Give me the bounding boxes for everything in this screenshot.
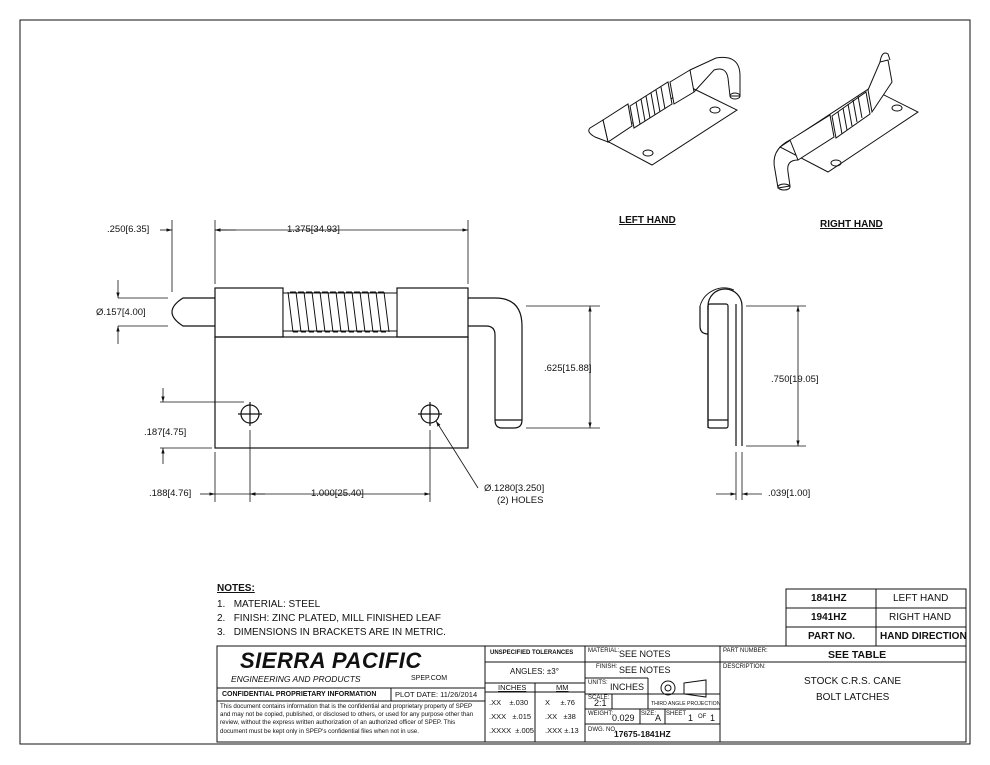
tolerances-angles: ANGLES: ±3° bbox=[510, 667, 559, 676]
part-number-label: PART NUMBER: bbox=[723, 648, 768, 654]
note-item: 2. FINISH: ZINC PLATED, MILL FINISHED LE… bbox=[217, 613, 441, 624]
weight-label: WEIGHT: bbox=[588, 711, 613, 717]
dim-625: .625[15.88] bbox=[544, 363, 592, 374]
dim-750: .750[19.05] bbox=[771, 374, 819, 385]
side-dimensions bbox=[716, 305, 806, 500]
finish-label: FINISH: bbox=[596, 664, 618, 670]
tol-mm-row: .XX ±38 bbox=[545, 712, 576, 721]
dim-holes-note: (2) HOLES bbox=[497, 495, 544, 506]
scale-label: SCALE: bbox=[588, 695, 610, 701]
description-line2: BOLT LATCHES bbox=[816, 692, 890, 703]
notes-title: NOTES: bbox=[217, 583, 255, 594]
table-part-2: 1941HZ bbox=[811, 612, 847, 623]
dim-hole-dia: Ø.1280[3.250] bbox=[484, 483, 545, 494]
pin-handle bbox=[468, 297, 523, 429]
dim-188: .188[4.76] bbox=[149, 488, 192, 499]
company-subtitle: ENGINEERING AND PRODUCTS bbox=[231, 674, 361, 684]
iso-left-hand bbox=[588, 56, 741, 166]
weight-value: 0.029 bbox=[612, 713, 635, 723]
company-website: SPEP.COM bbox=[411, 675, 448, 682]
tol-in-row: .XX ±.030 bbox=[489, 698, 529, 707]
description-line1: STOCK C.R.S. CANE bbox=[804, 676, 902, 687]
part-table bbox=[785, 588, 967, 647]
dwg-label: DWG. NO. bbox=[588, 727, 617, 733]
plot-date: PLOT DATE: 11/26/2014 bbox=[395, 690, 478, 699]
table-part-1: 1841HZ bbox=[811, 593, 847, 604]
dim-dia-157: Ø.157[4.00] bbox=[96, 307, 146, 318]
tol-in-row: .XXX ±.015 bbox=[489, 712, 532, 721]
sheet-value: 1 bbox=[688, 713, 694, 723]
dim-1375: 1.375[34.93] bbox=[287, 224, 340, 235]
material-value: SEE NOTES bbox=[619, 649, 671, 659]
size-value: A bbox=[655, 713, 662, 723]
material-label: MATERIAL: bbox=[588, 648, 620, 654]
leaf-plate bbox=[214, 336, 469, 449]
part-number-value: SEE TABLE bbox=[828, 649, 887, 661]
size-label: SIZE: bbox=[641, 711, 657, 717]
iso-right-hand bbox=[773, 52, 919, 191]
front-view bbox=[171, 287, 523, 449]
tol-mm-row: .XXX ±.13 bbox=[545, 726, 579, 735]
left-hand-label: LEFT HAND bbox=[619, 215, 676, 226]
units-value: INCHES bbox=[610, 682, 645, 692]
dim-1000: 1.000[25.40] bbox=[311, 488, 364, 499]
side-view bbox=[699, 287, 743, 446]
tol-inches-head: INCHES bbox=[498, 683, 527, 692]
spring bbox=[282, 291, 398, 333]
confidential-text: This document contains information that … bbox=[220, 703, 474, 735]
front-dimensions bbox=[116, 220, 600, 502]
table-direction-2: RIGHT HAND bbox=[889, 612, 952, 623]
tolerances-title: UNSPECIFIED TOLERANCES bbox=[490, 650, 574, 656]
dim-039: .039[1.00] bbox=[768, 488, 811, 499]
pin-tip bbox=[171, 297, 215, 327]
tol-in-row: .XXXX ±.005 bbox=[489, 726, 534, 735]
table-header-direction: HAND DIRECTION bbox=[880, 631, 967, 642]
scale-value: 2:1 bbox=[594, 698, 607, 708]
tol-mm-head: MM bbox=[556, 683, 569, 692]
confidential-title: CONFIDENTIAL PROPRIETARY INFORMATION bbox=[222, 691, 377, 698]
title-block-lines bbox=[216, 645, 967, 743]
finish-value: SEE NOTES bbox=[619, 665, 671, 675]
of-label: OF bbox=[698, 714, 707, 720]
right-barrel bbox=[396, 287, 469, 338]
sheets-value: 1 bbox=[710, 713, 716, 723]
dim-187: .187[4.75] bbox=[144, 427, 187, 438]
note-item: 1. MATERIAL: STEEL bbox=[217, 599, 321, 610]
table-direction-1: LEFT HAND bbox=[893, 593, 949, 604]
company-logo: SIERRA PACIFIC bbox=[240, 648, 422, 673]
sheet-border bbox=[19, 19, 971, 745]
left-barrel bbox=[214, 287, 284, 338]
sheet-label: SHEET bbox=[666, 711, 687, 717]
table-header-part: PART NO. bbox=[808, 631, 856, 642]
dwg-value: 17675-1841HZ bbox=[614, 729, 671, 739]
dim-250: .250[6.35] bbox=[107, 224, 150, 235]
description-label: DESCRIPTION: bbox=[723, 664, 766, 670]
right-hand-label: RIGHT HAND bbox=[820, 219, 883, 230]
note-item: 3. DIMENSIONS IN BRACKETS ARE IN METRIC. bbox=[217, 627, 446, 638]
tol-mm-row: X ±.76 bbox=[545, 698, 575, 707]
units-label: UNITS: bbox=[588, 680, 608, 686]
projection-label: THIRD ANGLE PROJECTION bbox=[651, 701, 721, 707]
